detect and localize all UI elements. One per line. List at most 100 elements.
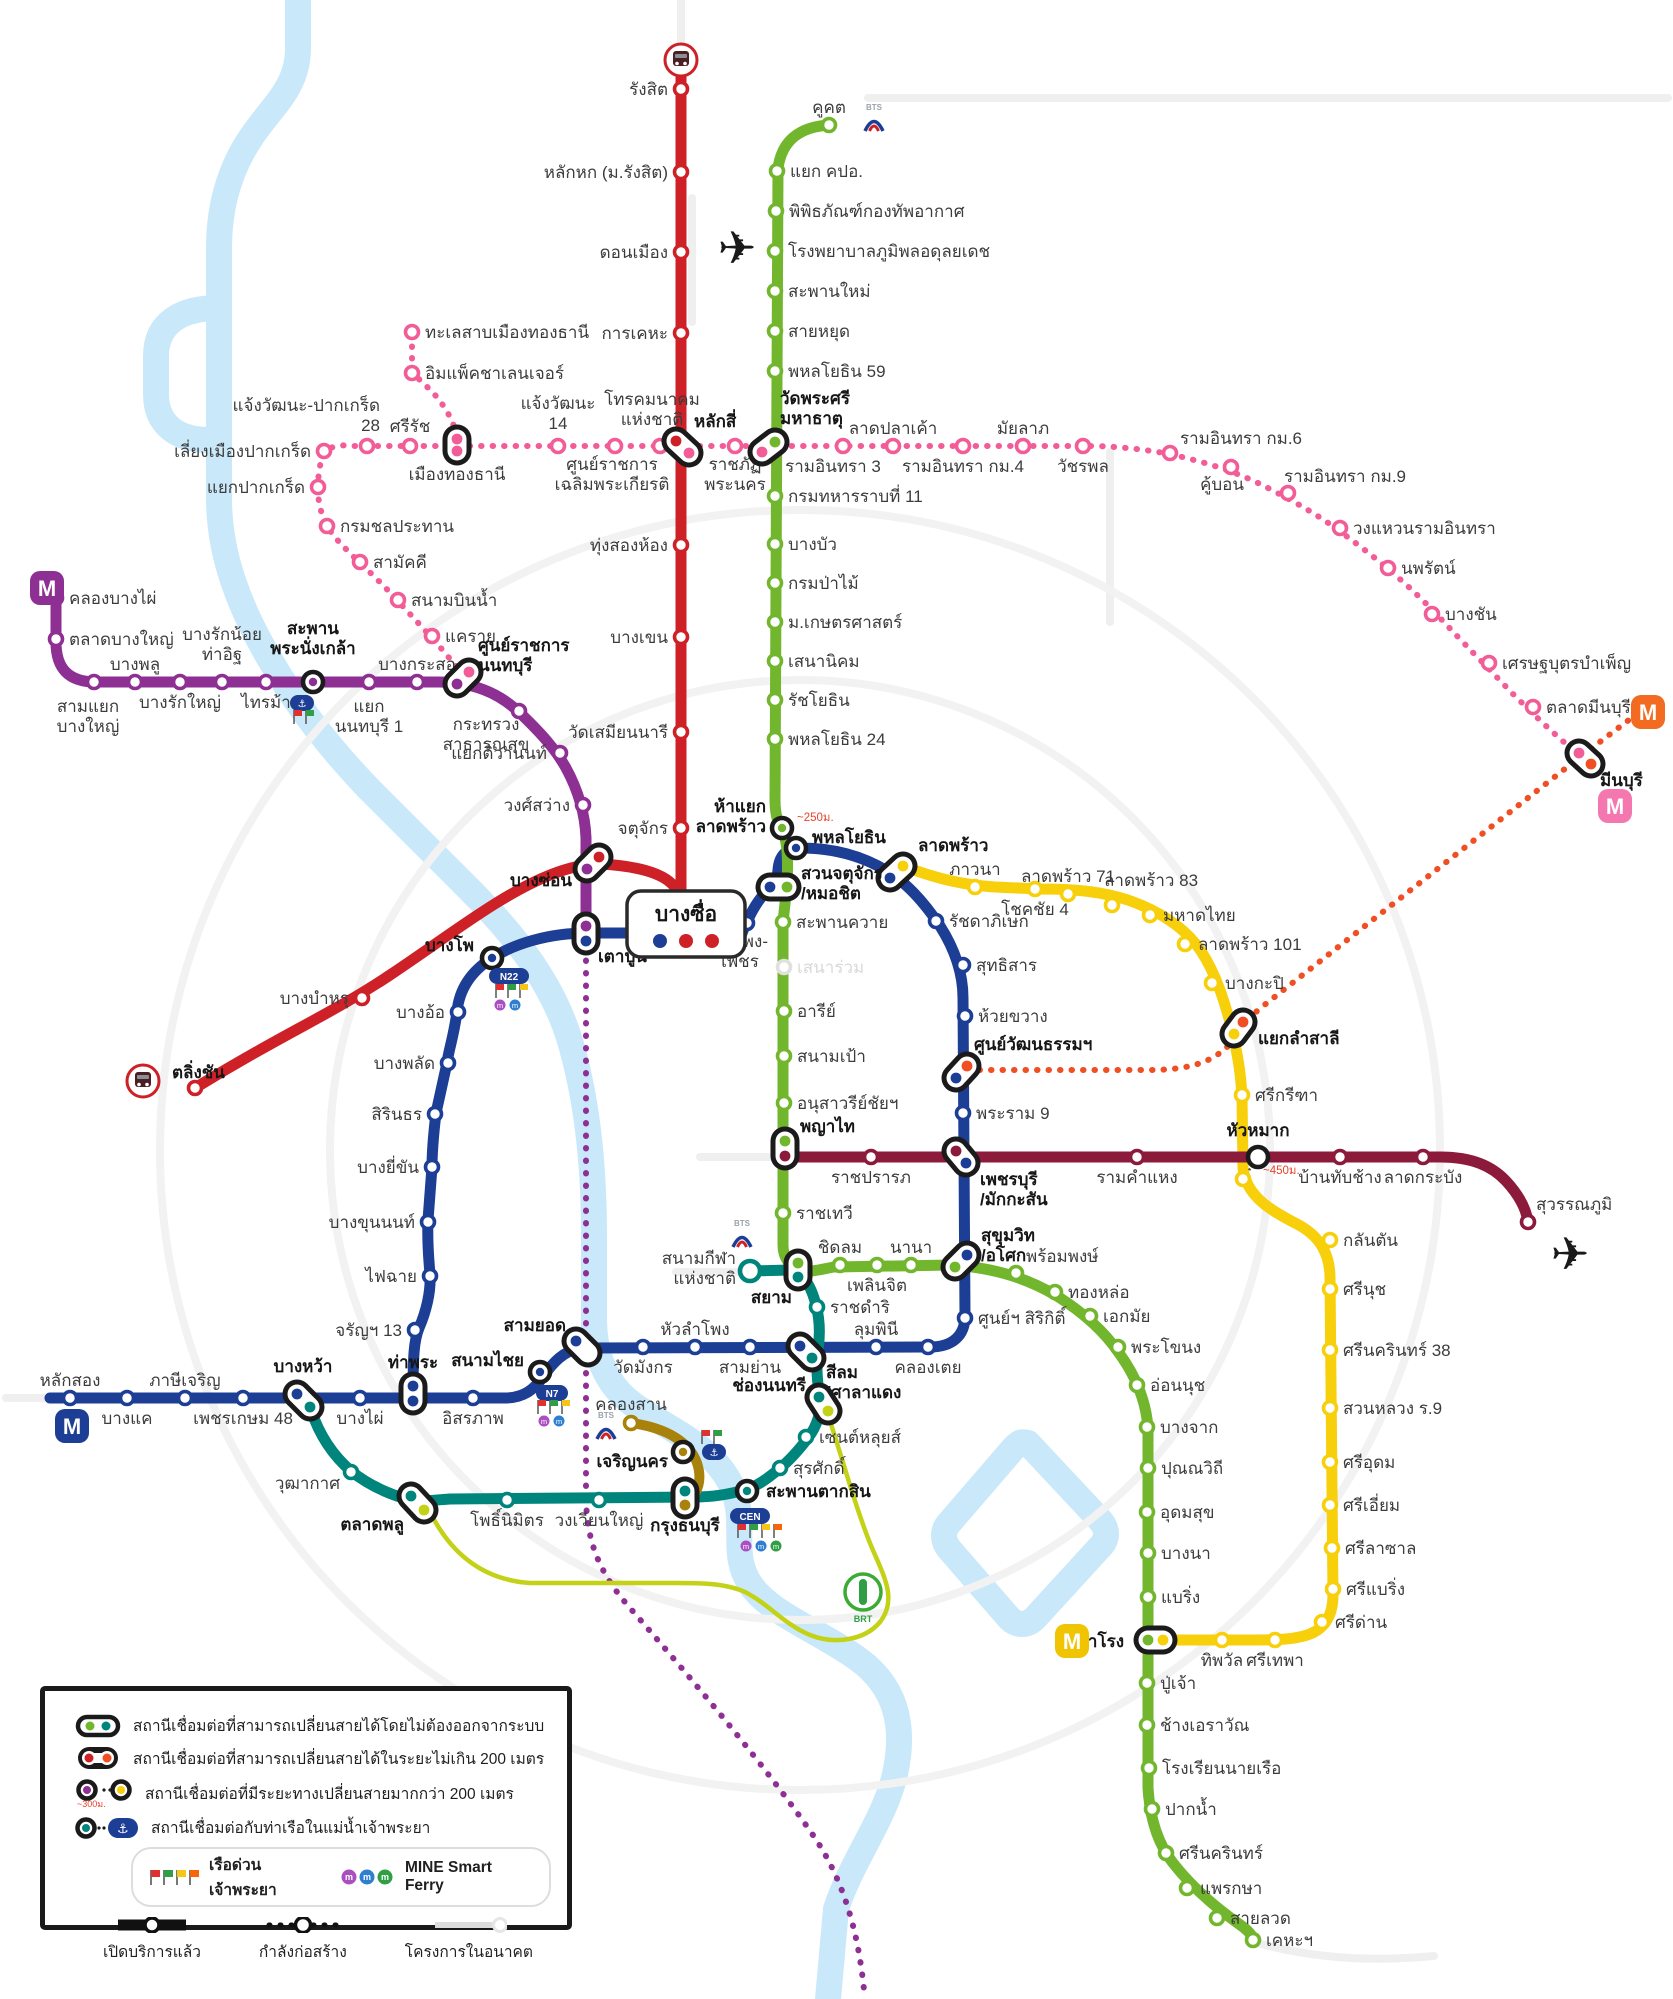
station-marker [927,912,945,930]
interchange-dot [950,1145,962,1157]
station-marker [315,442,333,460]
interchange-dot [582,1347,594,1359]
station-label: สามแยกบางใหญ่ [57,697,120,736]
station-label: ลาดพร้าว [918,836,988,855]
station-marker [1245,1144,1271,1170]
station-marker [775,1094,793,1112]
legend-status-future: โครงการในอนาคต [405,1917,533,1964]
station-label: ไทรม้า [239,692,291,712]
station-marker [1321,1399,1339,1417]
interchange-dot [581,863,593,875]
interchange-dot [806,1352,818,1364]
interchange-dot [451,678,463,690]
station-label: จรัญฯ 13 [335,1321,402,1340]
station-marker [419,1213,437,1231]
station-marker [766,574,784,592]
station-label: ดอนเมือง [600,243,668,262]
legend-interchange-peanut-icon [78,1747,118,1769]
interchange-dot [580,920,592,932]
station-label: แพรกษา [1200,1879,1262,1898]
station-label: ลาดพร้าว 83 [1104,871,1198,890]
station-label: กรมทหารราบที่ 11 [788,484,923,506]
station-label: เคหะฯ [1266,1931,1313,1950]
station-marker [868,1256,886,1274]
station-label: วุฒากาศ [275,1474,340,1494]
station-marker [1324,1580,1342,1598]
svg-text:M: M [38,576,56,601]
station-marker [1143,1800,1161,1818]
station-dot [678,1447,688,1457]
station-label: บางอ้อ [396,1003,445,1022]
station-marker [1414,1148,1432,1166]
station-marker [1161,444,1179,462]
station-label: กระทรวงสาธารณสุข [443,715,530,755]
airport-plane-icon: ✈ [718,222,757,274]
station-label: ปากน้ำ [1165,1797,1217,1819]
metro-m-logo: M [1631,695,1665,729]
svg-text:BTS: BTS [866,103,883,112]
station-marker [406,1321,424,1339]
station-marker [767,202,785,220]
station-marker [1321,1496,1339,1514]
station-label: รัชดาภิเษก [949,912,1029,931]
station-label: สุรศักดิ์ [793,1456,847,1479]
station-label: ไฟฉาย [363,1266,417,1286]
station-marker [766,691,784,709]
station-marker [1103,896,1121,914]
station-label: อุดมสุข [1160,1503,1214,1523]
station-dot [535,1367,545,1377]
station-marker [1266,1631,1284,1649]
interchange-dot [792,1271,804,1283]
interchange-dot [580,935,592,947]
station-marker [353,989,371,1007]
station-label: สุขุมวิท/อโศก [981,1226,1035,1265]
station-label: เพชรเกษม 48 [193,1409,293,1428]
station-marker [834,437,852,455]
station-marker [176,1389,194,1407]
svg-text:m: m [345,1872,353,1882]
station-label: บางยี่ขัน [357,1155,419,1177]
station-marker [1379,559,1397,577]
station-label: ศรีนครินทร์ 38 [1343,1341,1451,1360]
station-marker [919,1338,937,1356]
interchange-dot [407,1395,419,1407]
station-label: โชคชัย 4 [1001,899,1069,919]
interchange-dot [950,1072,962,1084]
station-label: ศรีนุช [1343,1280,1386,1300]
legend-status-opened: เปิดบริการแล้ว [103,1917,201,1964]
road [1250,1938,1438,1963]
station-label: ตลิ่งชัน [172,1060,225,1082]
station-marker [956,1309,974,1327]
svg-text:BTS: BTS [734,1219,751,1228]
station-marker [867,1338,885,1356]
station-label: ลุมพินี [854,1320,899,1340]
station-marker [672,536,690,554]
interchange-dot [961,1249,973,1261]
station-marker [423,1158,441,1176]
interchange-dot [794,1340,806,1352]
station-marker [1176,935,1194,953]
station-label: ตลาดพลู [340,1515,404,1536]
station-label: วัดเสมียนนารี [568,723,668,742]
station-marker [1208,1909,1226,1927]
line-red-west [189,858,685,1094]
interchange-dot [405,1490,417,1502]
line-pink [315,442,1582,756]
station-marker [401,437,419,455]
legend-row-in-system: สถานีเชื่อมต่อที่สามารถเปลี่ยนสายได้โดยไ… [75,1713,551,1738]
station-label: ศรีเอี่ยม [1343,1493,1400,1515]
station-marker [1323,1539,1341,1557]
legend-row-pier: ⚓ สถานีเชื่อมต่อกับท่าเรือในแม่น้ำเจ้าพร… [75,1815,551,1840]
station-marker [549,437,567,455]
station-label: ช้างเอราวัณ [1160,1716,1250,1735]
ring-road [156,506,1444,1794]
station-label: ปุณณวิถี [1161,1459,1223,1479]
station-label: พหลโยธิน 59 [788,361,886,381]
station-label: มัยลาภ [997,419,1049,438]
river [206,0,913,1999]
station-label: สะพานใหม่ [788,281,871,301]
station-marker [423,627,441,645]
station-marker [421,1267,439,1285]
station-marker [954,1104,972,1122]
